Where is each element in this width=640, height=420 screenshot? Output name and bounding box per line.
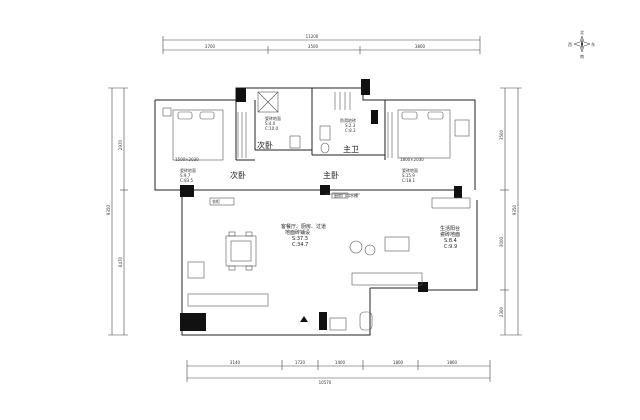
bath1-title: 防滑地砖: [340, 117, 356, 123]
compass-west: 西: [568, 42, 572, 47]
master-door-label: 主卧: [323, 170, 339, 180]
balcony-floor: 瓷砖地面: [440, 231, 460, 238]
room-bedroom-2: 1500×2030 瓷砖地面 S:9.7 C:83.5 次卧: [162, 107, 247, 183]
dimension-bottom: 3140 1720 1400 1800 1860 10570: [186, 360, 491, 385]
dim-top-seg3: 3800: [415, 44, 426, 49]
room-living: 衣柜 厨房门口水槽 客餐厅、厨房、过道 地面砖铺设 S:37.3 C:34.7: [187, 192, 423, 331]
living-name: 客餐厅、厨房、过道: [281, 223, 326, 230]
bed2-door-label: 次卧: [230, 170, 246, 180]
wardrobe-label: 衣柜: [212, 198, 220, 204]
balcony-name: 生活阳台: [440, 225, 460, 232]
dim-bottom-seg5: 1860: [447, 360, 458, 365]
bath2-perimeter: C:10.0: [265, 126, 279, 131]
master-perimeter: C:18.1: [402, 178, 416, 183]
living-floor: 地面砖铺设: [285, 229, 310, 236]
balcony-area: S:8.4: [444, 238, 457, 244]
dim-left-total: 9350: [106, 204, 111, 215]
bath1-area: S:2.3: [345, 123, 356, 128]
living-perimeter: C:34.7: [292, 242, 308, 248]
balcony-perimeter: C:9.9: [444, 244, 457, 250]
dim-top-total: 11200: [306, 34, 319, 39]
entry-arrow-icon: [300, 316, 308, 322]
dim-bottom-seg1: 3140: [230, 360, 241, 365]
living-area: S:37.3: [292, 236, 308, 242]
walls: [154, 87, 478, 336]
kitchen-sink-label: 厨房门口水槽: [334, 192, 358, 198]
dim-right-total: 9350: [512, 204, 517, 215]
dim-bottom-seg2: 1720: [295, 360, 306, 365]
dim-left-upper: 2970: [118, 139, 123, 150]
dimension-top: 11200 3700 3500 3800: [162, 34, 481, 54]
dim-left-lower: 6470: [118, 256, 123, 267]
dim-top-seg1: 3700: [205, 44, 216, 49]
dim-bottom-seg3: 1400: [335, 360, 346, 365]
dim-bottom-total: 10570: [319, 380, 332, 385]
room-master-bedroom: 1800×2030 瓷砖地面 S:15.9 C:18.1 主卧: [323, 109, 470, 183]
master-bed-size: 1800×2030: [400, 157, 424, 162]
bath1-perimeter: C:8.3: [345, 128, 356, 133]
compass-north: 北: [580, 29, 584, 35]
dim-top-seg2: 3500: [308, 44, 319, 49]
bath2-area: S:4.0: [265, 121, 276, 126]
room-bathroom-2: 瓷砖地面 S:4.0 C:10.0 次卧: [257, 91, 301, 150]
bed2-size: 1500×2030: [175, 157, 199, 162]
bed2b-label: 次卧: [257, 140, 273, 150]
compass-south: 南: [580, 53, 584, 59]
compass-rose: 北 南 东 西: [568, 29, 595, 59]
dim-right-mid: 3000: [499, 236, 504, 247]
structural-columns: [180, 79, 462, 331]
master-floor: 瓷砖地面: [402, 167, 418, 173]
dim-bottom-seg4: 1800: [393, 360, 404, 365]
room-balcony: 生活阳台 瓷砖地面 S:8.4 C:9.9: [431, 197, 471, 250]
compass-east: 东: [591, 41, 595, 47]
dimension-right: 9350 3500 3000 2300: [499, 87, 522, 336]
bed2-perimeter: C:83.5: [180, 178, 194, 183]
dimension-left: 9350 2970 6470: [106, 87, 128, 336]
bed2-area: S:9.7: [180, 173, 191, 178]
master-area: S:15.9: [402, 173, 415, 178]
room-master-bath: 防滑地砖 S:2.3 C:8.3 主卫: [319, 92, 359, 154]
dim-right-upper: 3500: [499, 129, 504, 140]
bath1-label: 主卫: [343, 144, 359, 154]
bath2-floor: 瓷砖地面: [265, 115, 281, 121]
dim-right-lower: 2300: [499, 306, 504, 317]
bed2-floor: 瓷砖地面: [180, 167, 196, 173]
